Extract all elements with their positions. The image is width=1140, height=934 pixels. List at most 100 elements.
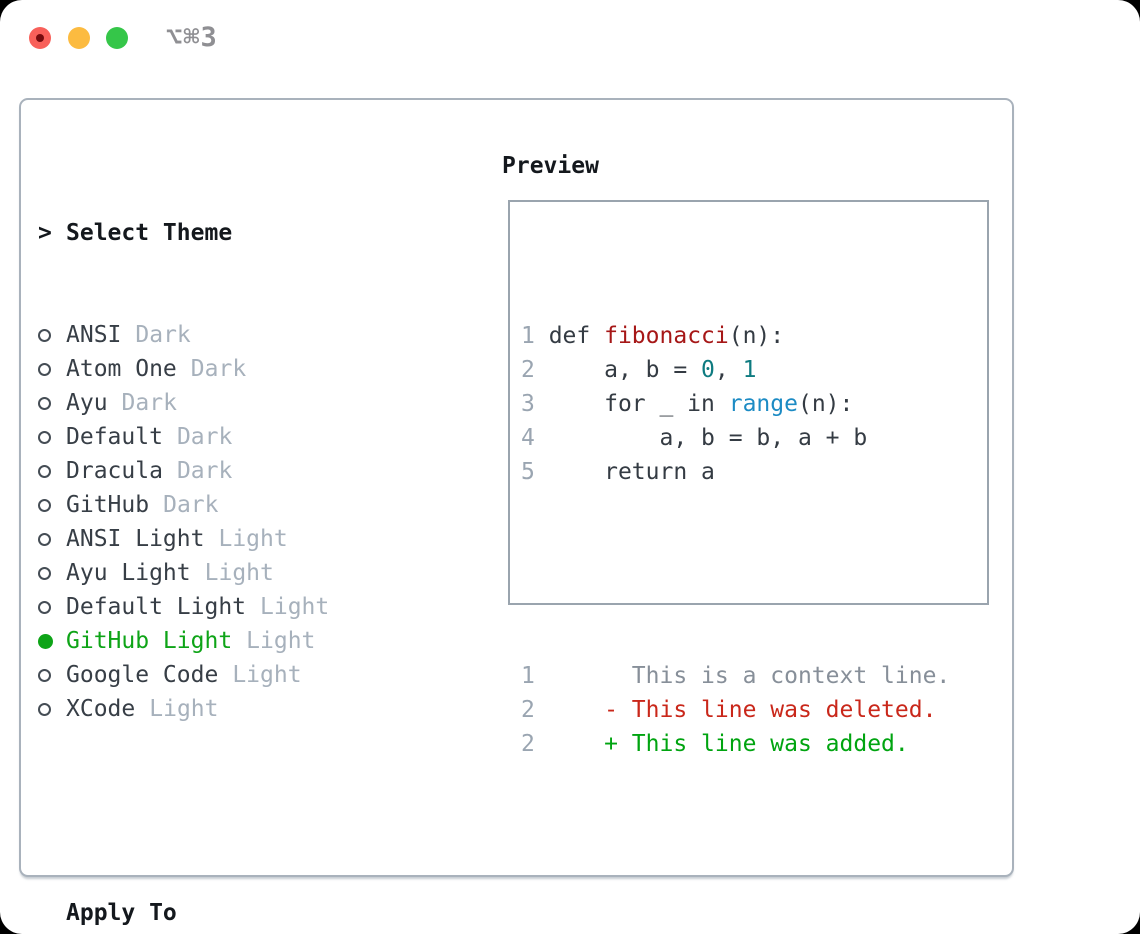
diff-text: - This line was deleted. (534, 697, 937, 723)
radio-icon (38, 430, 51, 444)
code-token-num: 0 (701, 357, 715, 383)
diff-text: This is a context line. (534, 663, 951, 689)
code-token-function: fibonacci (604, 323, 729, 349)
radio-wrap (38, 362, 66, 376)
radio-wrap (38, 464, 66, 478)
theme-name: Default Light (66, 594, 247, 620)
code-token-code: for _ in (534, 391, 729, 417)
code-token-num: 1 (742, 357, 757, 383)
theme-option-atom-one[interactable]: Atom One Dark (38, 352, 426, 386)
code-token-code: (n): (797, 391, 854, 417)
titlebar: ⌥⌘3 (0, 0, 1140, 76)
preview-code-line: 4 a, b = b, a + b (521, 421, 950, 455)
theme-variant-label: Light (218, 526, 288, 552)
theme-name: XCode (66, 696, 136, 722)
line-number: 5 (521, 459, 535, 485)
preview-code-line: 5 return a (521, 455, 950, 489)
line-number: 1 (521, 663, 535, 689)
diff-line-added: 2 + This line was added. (521, 727, 950, 761)
radio-icon (38, 498, 51, 512)
radio-icon (38, 600, 51, 614)
preview-code-line: 1 def fibonacci(n): (521, 319, 950, 353)
code-token-code: return a (534, 459, 715, 485)
theme-name: ANSI (66, 322, 122, 348)
theme-option-dracula[interactable]: Dracula Dark (38, 454, 426, 488)
radio-selected-icon (38, 633, 53, 649)
theme-variant-label: Dark (190, 356, 247, 382)
theme-variant-label: Dark (121, 390, 177, 416)
theme-name: Dracula (66, 458, 163, 484)
theme-name: Ayu (66, 390, 108, 416)
radio-wrap (38, 396, 66, 410)
prompt-icon: > (38, 220, 52, 246)
line-number: 2 (521, 731, 535, 757)
theme-option-ansi-light[interactable]: ANSI Light Light (38, 522, 426, 556)
radio-wrap (38, 532, 66, 546)
theme-name: Default (66, 424, 163, 450)
line-number: 2 (521, 357, 535, 383)
theme-variant-label: Dark (176, 424, 233, 450)
radio-icon (38, 702, 51, 716)
radio-wrap (38, 702, 66, 716)
code-token-code: a, b = b, a + b (534, 425, 868, 451)
theme-option-ansi[interactable]: ANSI Dark (38, 318, 426, 352)
diff-line-context: 1 This is a context line. (521, 659, 950, 693)
window-shortcut-label: ⌥⌘3 (166, 22, 218, 53)
select-theme-title: Select Theme (66, 220, 233, 246)
apply-to-header: Apply To (38, 896, 426, 930)
preview-code-line: 2 a, b = 0, 1 (521, 353, 950, 387)
close-button[interactable] (29, 27, 51, 49)
radio-wrap (38, 566, 66, 580)
spacer (38, 794, 426, 828)
code-token-builtin: range (728, 391, 798, 417)
apply-to-title: Apply To (66, 900, 177, 926)
theme-variant-label: Dark (176, 458, 233, 484)
theme-option-xcode[interactable]: XCode Light (38, 692, 426, 726)
theme-variant-label: Light (149, 696, 219, 722)
radio-icon (38, 362, 51, 376)
spacer (521, 557, 950, 591)
theme-variant-label: Light (204, 560, 274, 586)
radio-wrap (38, 328, 66, 342)
theme-option-default[interactable]: Default Dark (38, 420, 426, 454)
theme-variant-label: Dark (135, 322, 191, 348)
minimize-button[interactable] (68, 27, 90, 49)
diff-text: + This line was added. (534, 731, 909, 757)
zoom-button[interactable] (106, 27, 128, 49)
radio-icon (38, 532, 51, 546)
line-number: 2 (521, 697, 535, 723)
theme-name: ANSI Light (66, 526, 205, 552)
radio-wrap (38, 600, 66, 614)
radio-wrap (38, 668, 66, 682)
radio-wrap (38, 498, 66, 512)
theme-name: Atom One (66, 356, 177, 382)
close-dot-icon (36, 34, 44, 42)
code-token-code: a, b = (534, 357, 702, 383)
theme-name: Ayu Light (66, 560, 191, 586)
radio-icon (38, 668, 51, 682)
preview-code-line: 3 for _ in range(n): (521, 387, 950, 421)
theme-variant-label: Light (246, 628, 316, 654)
theme-variant-label: Dark (163, 492, 219, 518)
diff-block: 1 This is a context line. 2 - This line w… (521, 659, 950, 761)
radio-icon (38, 566, 51, 580)
select-theme-header: > Select Theme (38, 216, 426, 250)
radio-icon (38, 464, 51, 478)
radio-wrap (38, 430, 66, 444)
theme-option-ayu[interactable]: Ayu Dark (38, 386, 426, 420)
radio-icon (38, 328, 51, 342)
radio-wrap (38, 633, 66, 649)
theme-option-ayu-light[interactable]: Ayu Light Light (38, 556, 426, 590)
code-token-code: , (714, 357, 743, 383)
line-number: 4 (521, 425, 535, 451)
theme-name: Google Code (66, 662, 219, 688)
